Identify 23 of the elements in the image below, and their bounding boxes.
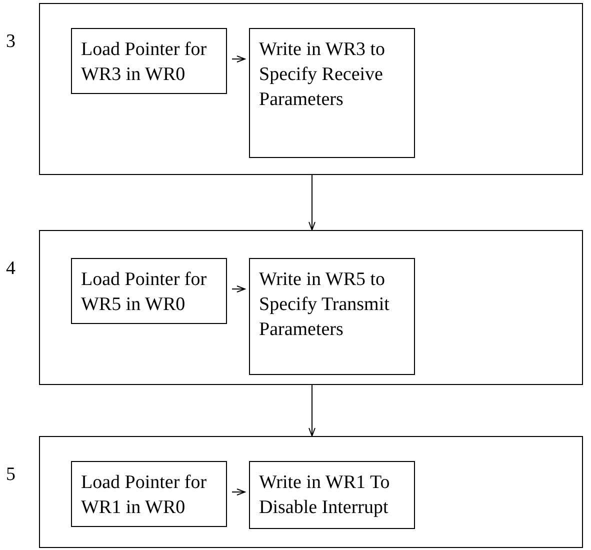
arrow xyxy=(308,174,316,230)
process-box xyxy=(71,461,227,527)
box-text: Load Pointer for WR3 in WR0 xyxy=(81,38,208,87)
step-number: 4 xyxy=(6,257,16,281)
process-box xyxy=(71,258,227,324)
box-text: Load Pointer for WR1 in WR0 xyxy=(81,471,208,520)
arrow xyxy=(232,488,246,496)
step-frame xyxy=(39,230,583,385)
arrow xyxy=(232,56,246,62)
arrow xyxy=(308,384,316,436)
box-text: Load Pointer for WR5 in WR0 xyxy=(81,268,208,317)
step-frame xyxy=(39,436,583,548)
process-box xyxy=(249,28,415,158)
arrow xyxy=(232,286,246,292)
process-box xyxy=(249,461,415,529)
process-box xyxy=(249,258,415,375)
box-text: Write in WR3 to Specify Receive Parameters xyxy=(259,38,386,112)
step-number: 5 xyxy=(6,463,16,487)
step-frame xyxy=(39,3,583,175)
box-text: Write in WR1 To Disable Interrupt xyxy=(259,471,391,520)
process-box xyxy=(71,28,227,94)
step-number: 3 xyxy=(6,30,16,54)
box-text: Write in WR5 to Specify Transmit Parameters xyxy=(259,268,390,342)
